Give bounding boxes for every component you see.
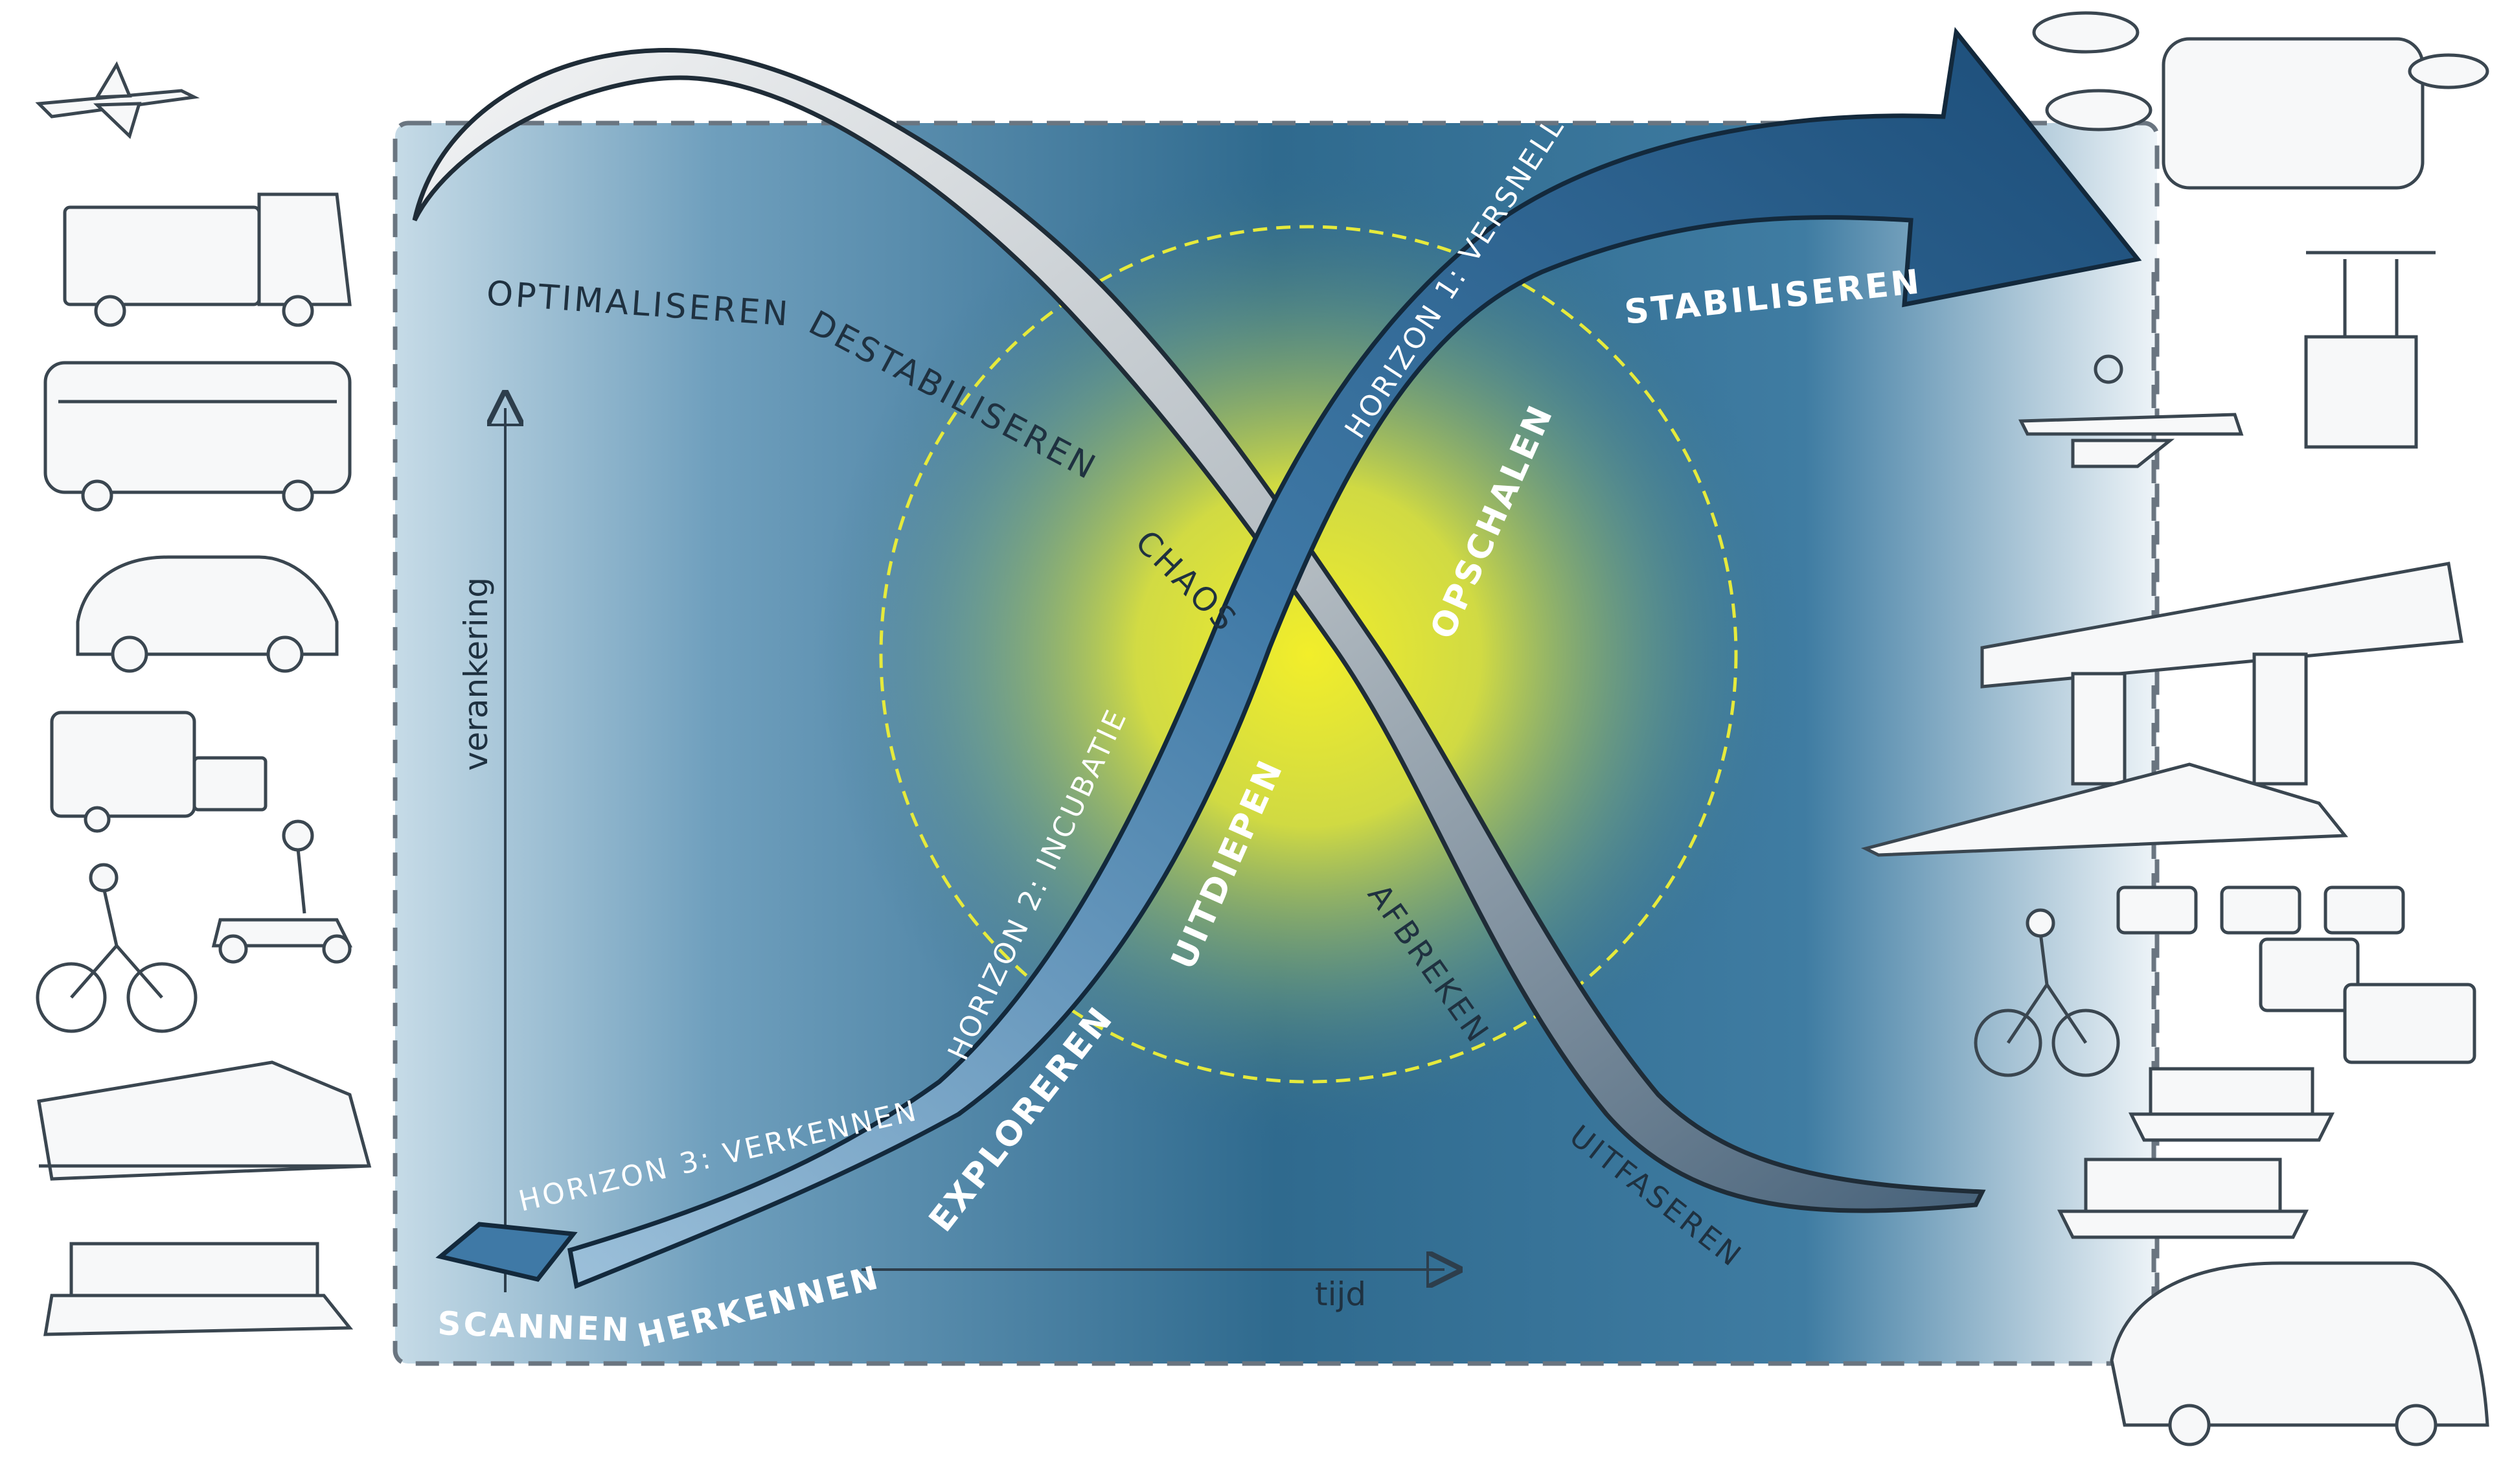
y-axis-label: verankering [457,577,495,771]
cyclist-icon [36,863,198,1033]
chaos-glow [816,162,1801,1147]
airplane-icon [35,61,200,139]
bus-icon [43,361,352,512]
cargo-barge-icon [43,1242,354,1336]
e-bike-icon [1974,908,2120,1077]
autonomous-car-icon [2110,1261,2489,1446]
scannen-block [435,1222,578,1282]
autonomous-barge-icon [2057,1067,2335,1239]
air-taxi-icon [2032,11,2489,190]
dashed-frame [393,120,2160,1366]
chaos-circle [879,225,1738,1084]
scooter-icon [211,819,353,964]
caravan-icon [50,711,268,833]
right-illustrations [1860,11,2489,1446]
car-icon [76,555,339,673]
descending-ribbon [412,47,1986,1213]
x-axis-label: tijd [1315,1275,1366,1313]
maglev-train-icon [1860,762,2349,857]
drone-icon [2304,251,2436,449]
hyperloop-icon [1980,562,2463,786]
solar-plane-icon [2018,354,2244,468]
truck-icon [63,192,352,327]
left-illustrations [35,61,372,1336]
pod-vehicles-icon [2116,885,2476,1064]
ascending-ribbon [567,27,2142,1289]
train-icon [37,1060,372,1181]
label-scannen: SCANNEN [437,1305,632,1349]
